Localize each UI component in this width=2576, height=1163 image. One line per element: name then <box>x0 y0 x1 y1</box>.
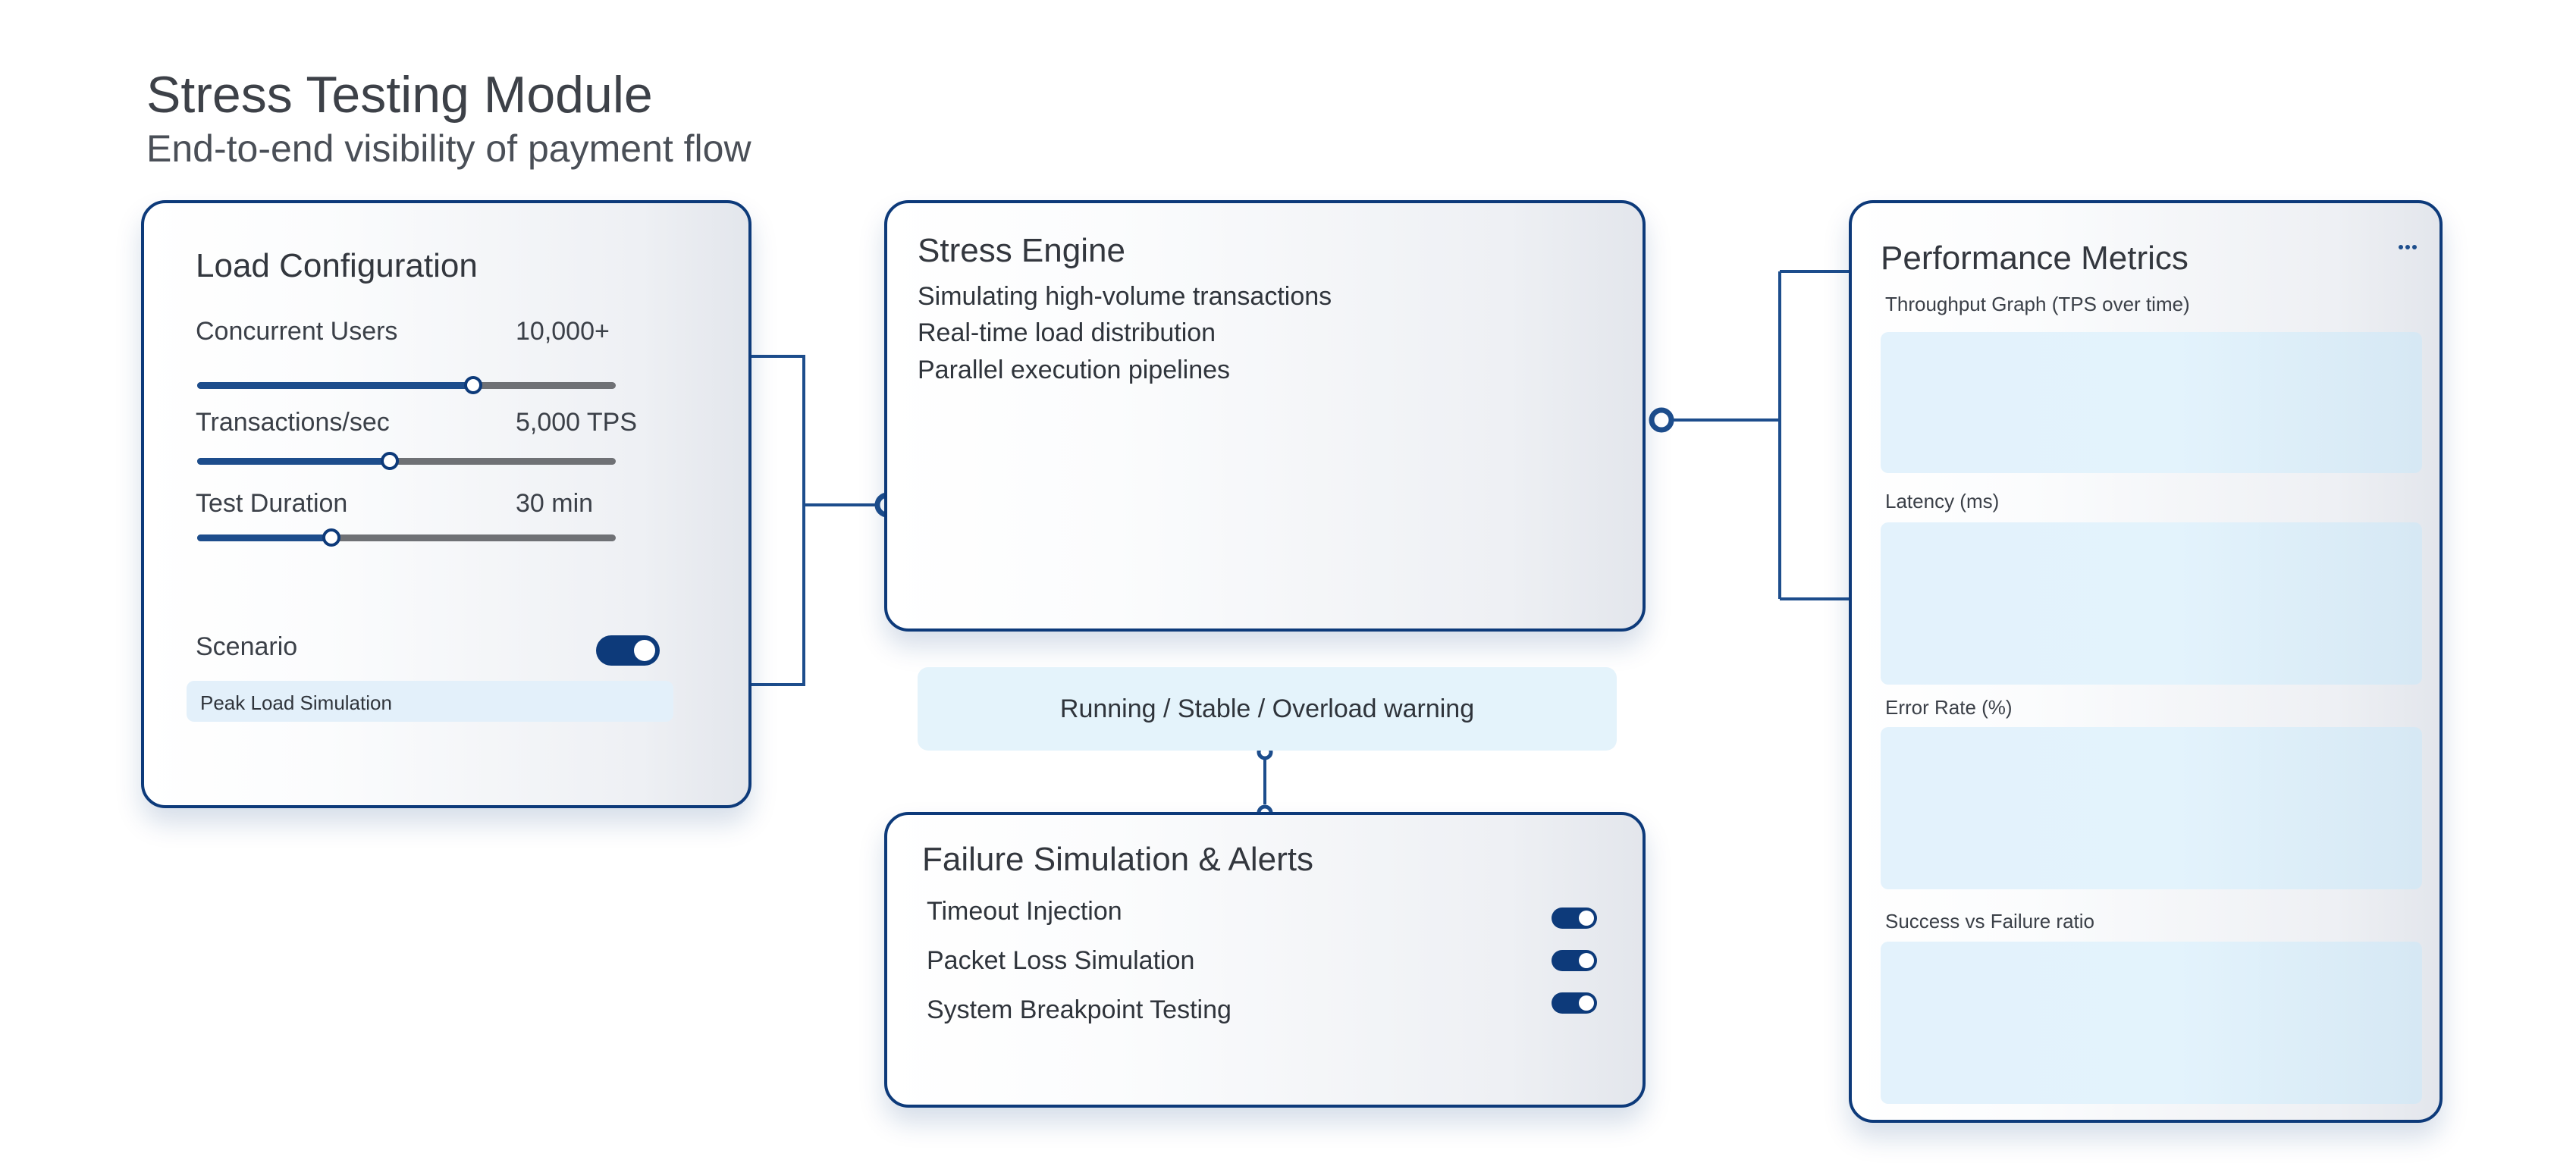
engine-line: Real-time load distribution <box>918 318 1216 347</box>
status-text: Running / Stable / Overload warning <box>1059 694 1475 723</box>
connector-load-to-engine <box>751 355 878 686</box>
latency-graph-label: Latency (ms) <box>1885 490 2000 513</box>
scenario-select-value: Peak Load Simulation <box>200 691 392 714</box>
transactions-per-sec-value: 5,000 TPS <box>516 408 638 437</box>
concurrent-users-slider-handle[interactable] <box>464 376 483 394</box>
test-duration-value: 30 min <box>516 489 594 518</box>
load-configuration-card: Load Configuration Concurrent Users 10,0… <box>141 200 751 808</box>
page-title: Stress Testing Module <box>146 66 653 124</box>
stress-engine-card: Stress Engine Simulating high-volume tra… <box>884 200 1646 632</box>
stress-engine-title: Stress Engine <box>918 232 1125 269</box>
error-rate-graph-label: Error Rate (%) <box>1885 696 2013 719</box>
test-duration-slider-handle[interactable] <box>322 528 340 547</box>
scenario-select[interactable]: Peak Load Simulation <box>187 681 673 722</box>
concurrent-users-label: Concurrent Users <box>196 317 398 346</box>
failure-simulation-card: Failure Simulation & Alerts Timeout Inje… <box>884 812 1646 1108</box>
concurrent-users-slider[interactable] <box>197 376 616 394</box>
transactions-per-sec-slider-handle[interactable] <box>380 452 399 470</box>
latency-graph <box>1881 522 2422 685</box>
packet-loss-simulation-label: Packet Loss Simulation <box>927 946 1195 975</box>
throughput-graph-label: Throughput Graph (TPS over time) <box>1885 293 2190 315</box>
timeout-injection-label: Timeout Injection <box>927 897 1122 926</box>
engine-line: Simulating high-volume transactions <box>918 282 1332 311</box>
timeout-injection-toggle[interactable] <box>1552 908 1597 929</box>
connector-engine-to-metrics <box>1668 270 1849 600</box>
toggle-knob <box>1579 911 1594 926</box>
error-rate-graph <box>1881 727 2422 889</box>
packet-loss-simulation-toggle[interactable] <box>1552 950 1597 971</box>
throughput-graph <box>1881 332 2422 473</box>
test-duration-slider[interactable] <box>197 528 616 547</box>
system-breakpoint-testing-toggle[interactable] <box>1552 992 1597 1014</box>
toggle-knob <box>1579 995 1594 1011</box>
test-duration-label: Test Duration <box>196 489 348 518</box>
page-subtitle: End-to-end visibility of payment flow <box>146 127 751 170</box>
status-indicator: Running / Stable / Overload warning <box>918 667 1617 751</box>
success-failure-graph-label: Success vs Failure ratio <box>1885 910 2094 933</box>
scenario-toggle-knob <box>634 640 655 661</box>
performance-metrics-card: Performance Metrics Throughput Graph (TP… <box>1849 200 2443 1123</box>
scenario-label: Scenario <box>196 632 298 661</box>
more-options-icon[interactable] <box>2399 245 2417 249</box>
failure-simulation-title: Failure Simulation & Alerts <box>922 841 1313 878</box>
concurrent-users-value: 10,000+ <box>516 317 610 346</box>
engine-line: Parallel execution pipelines <box>918 356 1231 384</box>
scenario-toggle[interactable] <box>596 635 660 666</box>
success-failure-graph <box>1881 942 2422 1104</box>
load-configuration-title: Load Configuration <box>196 247 478 284</box>
engine-output-port <box>1649 407 1674 433</box>
toggle-knob <box>1579 953 1594 968</box>
system-breakpoint-testing-label: System Breakpoint Testing <box>927 995 1232 1024</box>
transactions-per-sec-slider[interactable] <box>197 452 616 470</box>
transactions-per-sec-label: Transactions/sec <box>196 408 390 437</box>
performance-metrics-title: Performance Metrics <box>1881 240 2189 277</box>
